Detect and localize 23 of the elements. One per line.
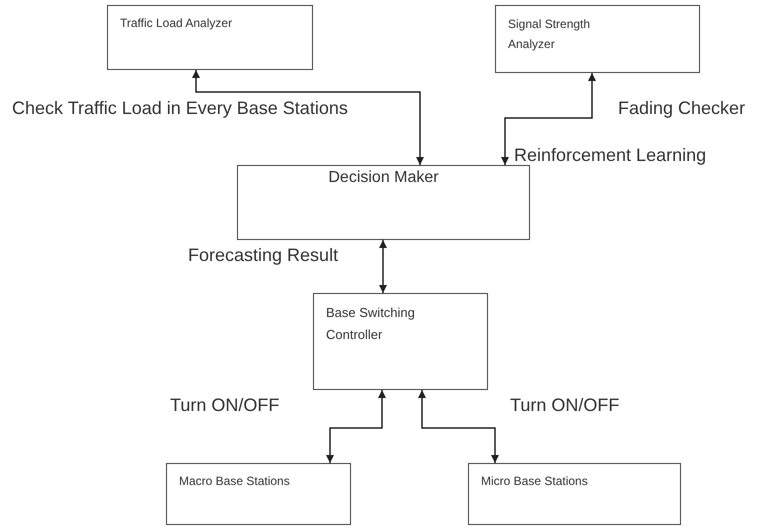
annotation-text: Reinforcement Learning	[514, 144, 706, 167]
edge-label: Check Traffic Load in Every Base Stations	[12, 97, 348, 120]
process-box	[166, 463, 351, 525]
process-box	[313, 293, 488, 390]
box-label: Macro Base Stations	[178, 473, 291, 490]
process-box	[107, 5, 313, 70]
box-label: Base Switching Controller	[325, 304, 416, 344]
box-label: Traffic Load Analyzer	[119, 15, 234, 32]
connector-arrow	[379, 240, 387, 293]
edge-label: Turn ON/OFF	[170, 394, 280, 417]
box-label: Signal Strength Analyzer	[507, 16, 592, 53]
connector-arrow	[418, 390, 499, 463]
connector-arrow	[501, 73, 596, 165]
process-box	[468, 463, 681, 525]
process-box	[495, 5, 700, 73]
box-label: Decision Maker	[327, 168, 440, 188]
process-box	[237, 165, 530, 240]
edge-label: Forecasting Result	[188, 244, 338, 267]
connector-arrow	[326, 390, 386, 463]
edge-label: Turn ON/OFF	[510, 394, 620, 417]
connector-arrow	[192, 70, 424, 165]
edge-label: Fading Checker	[618, 97, 746, 120]
box-label: Micro Base Stations	[480, 473, 589, 490]
